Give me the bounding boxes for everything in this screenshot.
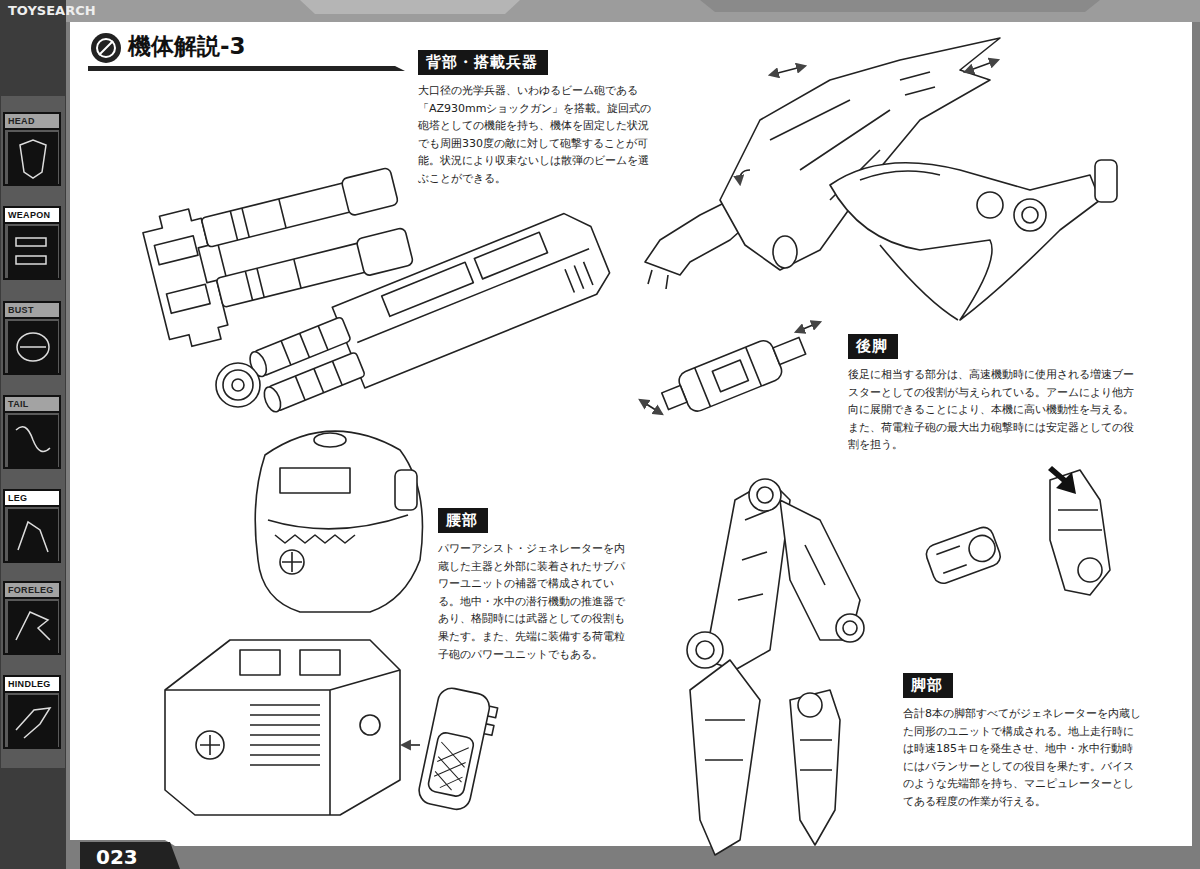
- section-body: 大口径の光学兵器、いわゆるビーム砲である「AZ930mmショックガン」を搭載。旋…: [418, 82, 658, 188]
- tab-label: BUST: [5, 303, 59, 319]
- watermark: TOYSEARCH: [8, 3, 96, 18]
- page-title: 機体解説-3: [128, 31, 246, 62]
- text-block: 後脚後足に相当する部分は、高速機動時に使用される増速ブースターとしての役割が与え…: [848, 334, 1138, 454]
- section-body: パワーアシスト・ジェネレーターを内蔵した主器と外部に装着されたサブパワーユニット…: [438, 540, 628, 663]
- tab-label: TAIL: [5, 397, 59, 413]
- nav-tab: WEAPON: [3, 206, 61, 280]
- tab-label: HINDLEG: [5, 677, 59, 693]
- section-heading: 脚部: [903, 673, 953, 698]
- page-number: 023: [96, 845, 138, 869]
- nav-tab: LEG: [3, 489, 61, 563]
- tab-label: LEG: [5, 491, 59, 507]
- tab-label: HEAD: [5, 114, 59, 130]
- section-heading: 背部・搭載兵器: [418, 50, 548, 75]
- section-body: 合計8本の脚部すべてがジェネレーターを内蔵した同形のユニットで構成される。地上走…: [903, 705, 1143, 811]
- section-heading: 後脚: [848, 334, 898, 359]
- text-block: 背部・搭載兵器大口径の光学兵器、いわゆるビーム砲である「AZ930mmショックガ…: [418, 50, 658, 188]
- section-body: 後足に相当する部分は、高速機動時に使用される増速ブースターとしての役割が与えられ…: [848, 366, 1138, 454]
- section-heading: 腰部: [438, 508, 488, 533]
- nav-tab: HEAD: [3, 112, 61, 186]
- tab-label: FORELEG: [5, 583, 59, 599]
- nav-tab: HINDLEG: [3, 675, 61, 749]
- tab-label: WEAPON: [5, 208, 59, 224]
- nav-tab: TAIL: [3, 395, 61, 469]
- nav-tab: FORELEG: [3, 581, 61, 655]
- text-block: 脚部合計8本の脚部すべてがジェネレーターを内蔵した同形のユニットで構成される。地…: [903, 673, 1143, 811]
- text-block: 腰部パワーアシスト・ジェネレーターを内蔵した主器と外部に装着されたサブパワーユニ…: [438, 508, 628, 663]
- nav-tab: BUST: [3, 301, 61, 375]
